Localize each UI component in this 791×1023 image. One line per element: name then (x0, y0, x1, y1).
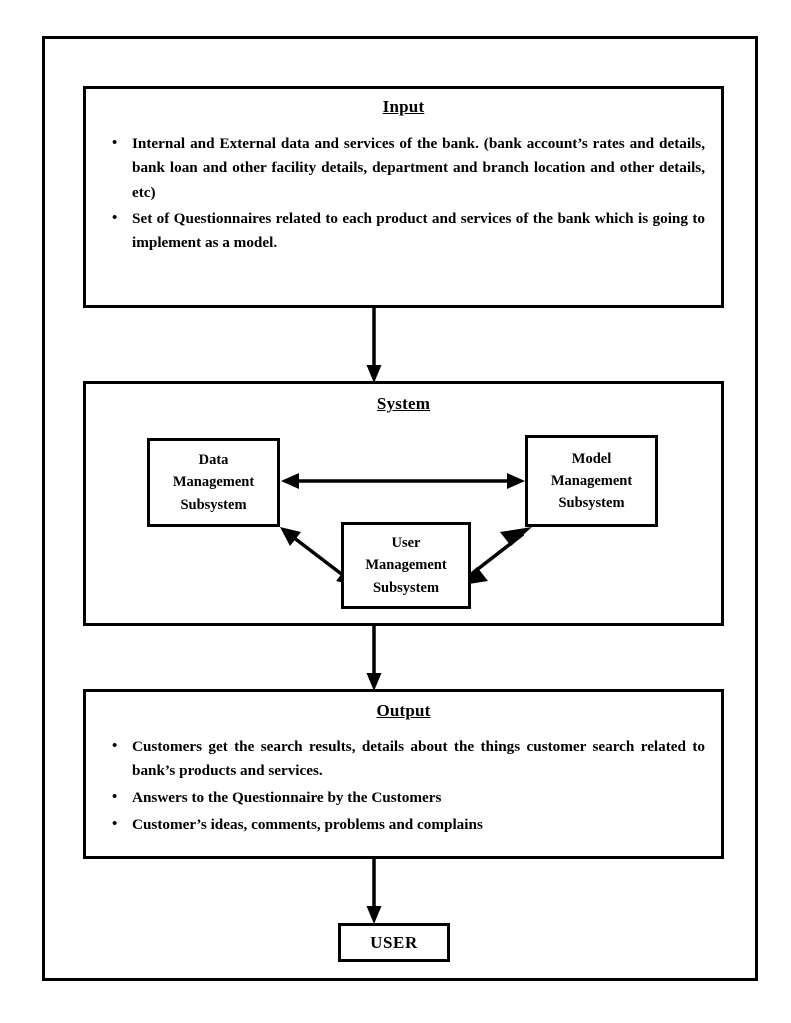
input-bullet-list: Internal and External data and services … (86, 131, 721, 256)
system-panel-title: System (376, 394, 431, 413)
output-panel: Output Customers get the search results,… (83, 689, 724, 859)
list-item: Set of Questionnaires related to each pr… (112, 206, 705, 256)
subsystem-label-line: User (391, 535, 421, 552)
list-item: Internal and External data and services … (112, 131, 705, 206)
output-panel-title: Output (376, 701, 431, 720)
subsystem-label-line: Subsystem (372, 579, 440, 596)
user-box-label: USER (370, 932, 418, 952)
list-item: Customers get the search results, detail… (112, 734, 705, 784)
subsystem-label-line: Management (365, 557, 447, 574)
subsystem-label-line: Subsystem (180, 496, 247, 513)
subsystem-label-line: Model (571, 450, 612, 467)
model-management-subsystem-box[interactable]: Model Management Subsystem (525, 435, 658, 527)
arrow-system-to-output (366, 623, 382, 691)
input-panel-title: Input (382, 97, 425, 116)
data-management-subsystem-box[interactable]: Data Management Subsystem (147, 438, 280, 527)
list-item: Customer’s ideas, comments, problems and… (112, 812, 705, 838)
subsystem-label-line: Data (198, 452, 229, 469)
arrow-data-model (281, 473, 525, 489)
output-bullet-list: Customers get the search results, detail… (86, 734, 721, 838)
input-panel: Input Internal and External data and ser… (83, 86, 724, 308)
subsystem-label-line: Management (550, 472, 633, 489)
system-panel: System Data Management (83, 381, 724, 626)
subsystem-label-line: Subsystem (558, 495, 625, 512)
arrow-output-to-user (366, 856, 382, 924)
arrow-input-to-system (366, 305, 382, 383)
list-item: Answers to the Questionnaire by the Cust… (112, 785, 705, 811)
diagram-outer-frame: Input Internal and External data and ser… (42, 36, 758, 981)
user-box[interactable]: USER (338, 923, 450, 962)
subsystem-label-line: Management (172, 474, 255, 491)
user-management-subsystem-box[interactable]: User Management Subsystem (341, 522, 471, 609)
